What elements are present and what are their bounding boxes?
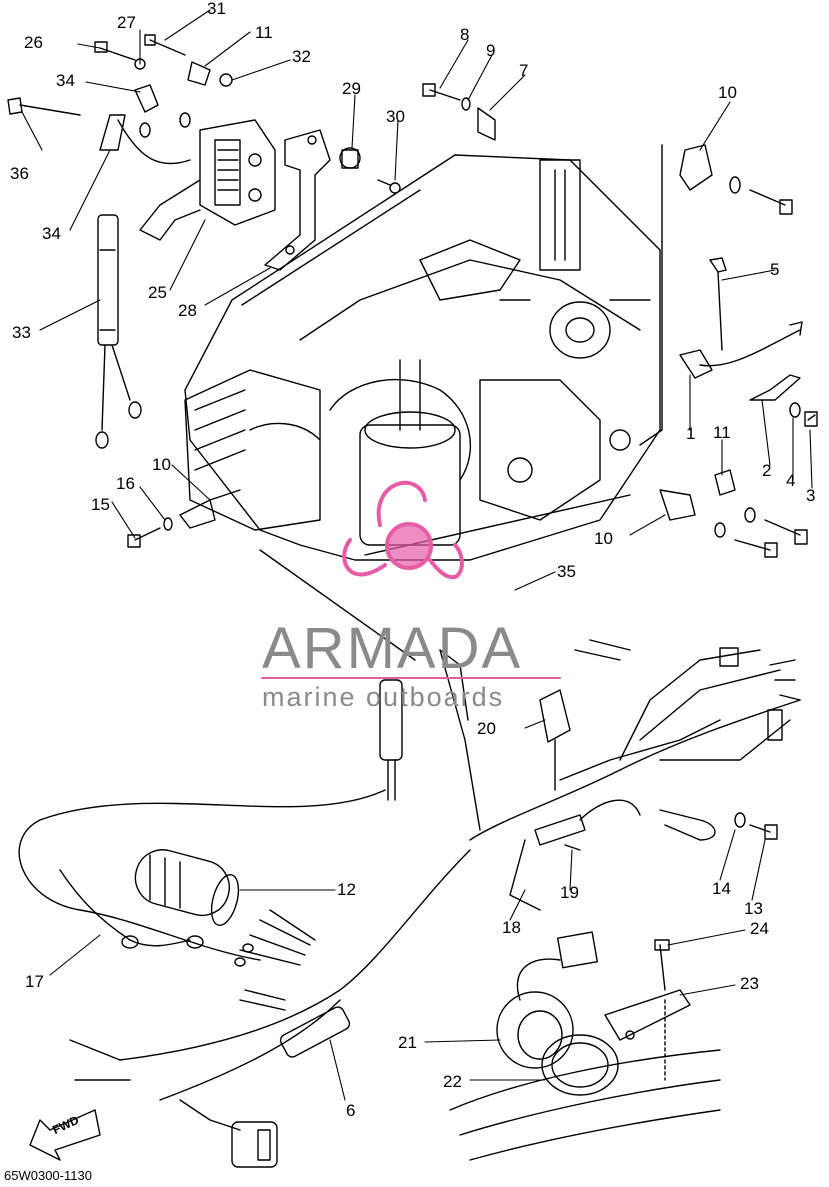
part-label: 34 (42, 224, 61, 243)
part-label: 14 (712, 879, 731, 898)
top-fasteners (94, 34, 496, 194)
fwd-arrow-icon (29, 1109, 101, 1161)
part-label: 16 (116, 474, 135, 493)
part-label: 10 (718, 83, 737, 102)
part-label: 1 (686, 424, 696, 443)
part-label: 35 (557, 562, 576, 581)
lower-cowling-parts (449, 931, 721, 1161)
part-label: 29 (342, 79, 361, 98)
part-label: 10 (152, 455, 171, 474)
relay-clip (539, 689, 571, 791)
part-label: 19 (560, 883, 579, 902)
part-label: 3 (806, 486, 816, 505)
watermark-brand: ARMADA (262, 616, 523, 681)
part-label: 32 (292, 47, 311, 66)
part-label: 28 (178, 301, 197, 320)
ground-bolt (659, 809, 778, 841)
part-label: 36 (10, 164, 29, 183)
part-label: 5 (770, 260, 780, 279)
part-label: 23 (740, 974, 759, 993)
part-label: 33 (12, 323, 31, 342)
grommet (134, 849, 240, 927)
diagram-code: 65W0300-1130 (4, 1168, 92, 1183)
part-label: 20 (477, 719, 496, 738)
part-label: 7 (519, 61, 529, 80)
wire-harness (18, 649, 801, 1168)
leader-frame (241, 144, 663, 661)
part-label: 6 (346, 1101, 356, 1120)
part-label: 12 (337, 880, 356, 899)
part-label: 4 (786, 471, 796, 490)
part-label: 27 (117, 13, 136, 32)
part-label: 34 (56, 71, 75, 90)
terminal-bunch (234, 639, 801, 1011)
part-label: 13 (744, 899, 763, 918)
part-label: 25 (148, 283, 167, 302)
cdi-unit (139, 119, 276, 241)
leader-lines (21, 9, 813, 1101)
part-label: 2 (762, 461, 772, 480)
part-label: 11 (713, 423, 731, 442)
part-label: 9 (486, 41, 496, 60)
ground-lead (59, 869, 204, 949)
part-label: 17 (25, 972, 44, 991)
part-label: 22 (443, 1072, 462, 1091)
part-label: 18 (502, 918, 521, 937)
part-label: 30 (386, 107, 405, 126)
engine-block (184, 154, 661, 561)
part-label: 10 (594, 529, 613, 548)
part-label: 21 (398, 1033, 417, 1052)
part-label: 11 (255, 23, 273, 42)
ignition-cables (7, 84, 191, 449)
part-label: 15 (91, 495, 110, 514)
part-label: 26 (24, 33, 43, 52)
bracket (264, 129, 331, 271)
right-fasteners (659, 144, 818, 558)
watermark-logo-icon (342, 480, 464, 580)
part-label: 31 (207, 0, 226, 18)
part-label: 8 (460, 25, 470, 44)
fuse-holder (509, 799, 641, 911)
left-fasteners (127, 489, 241, 548)
watermark-tagline: marine outboards (262, 682, 505, 712)
part-label: 24 (750, 919, 769, 938)
